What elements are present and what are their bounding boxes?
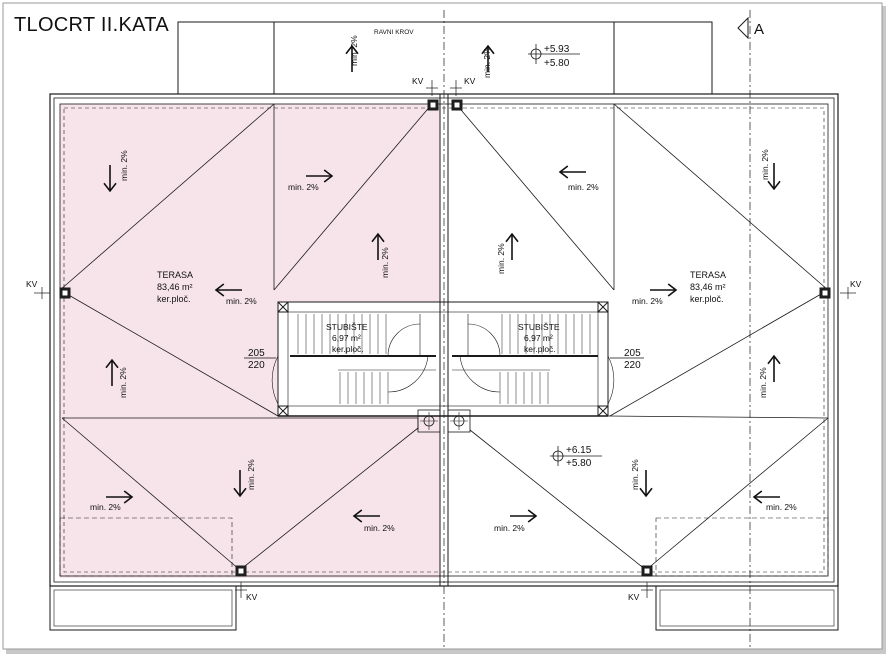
drain-label-right: KV bbox=[850, 279, 862, 289]
drain-label-top-left: KV bbox=[412, 76, 424, 86]
terrace-right-area: 83,46 m² bbox=[690, 282, 726, 292]
stair-core bbox=[271, 301, 615, 417]
slope-label: min. 2% bbox=[758, 367, 768, 398]
dim-right-upper: 205 bbox=[624, 348, 641, 359]
section-marker: A bbox=[754, 21, 764, 38]
slope-arrow-icon bbox=[558, 165, 586, 179]
drain-bottom-right bbox=[641, 565, 653, 577]
slope-label: min. 2% bbox=[494, 523, 525, 533]
terrace-left-name: TERASA bbox=[157, 270, 193, 280]
labels: RAVNI KROV +5.93 +5.80 +6.15 +5.80 TERAS… bbox=[26, 21, 862, 602]
roof-label: RAVNI KROV bbox=[374, 29, 414, 36]
terrace-left-area: 83,46 m² bbox=[157, 282, 193, 292]
slope-arrow-icon bbox=[371, 232, 385, 260]
slope-arrows bbox=[103, 44, 781, 523]
slope-label: min. 2% bbox=[766, 502, 797, 512]
slope-label: min. 2% bbox=[288, 182, 319, 192]
slope-arrow-icon bbox=[103, 165, 117, 193]
slope-arrow-icon bbox=[767, 354, 781, 382]
drain-label-top-right: KV bbox=[464, 76, 476, 86]
slope-label: min. 2% bbox=[90, 502, 121, 512]
drain-left bbox=[59, 287, 71, 299]
stair-left-area: 6,97 m² bbox=[332, 333, 361, 343]
drain-top-right bbox=[451, 99, 463, 111]
slope-arrow-icon bbox=[510, 509, 538, 523]
slope-arrow-icon bbox=[352, 509, 380, 523]
terrace-fill-left bbox=[60, 104, 440, 578]
level-roof-bottom: +5.80 bbox=[544, 58, 570, 69]
slope-label: min. 2% bbox=[482, 47, 492, 78]
drains bbox=[34, 80, 856, 598]
level-markers bbox=[528, 44, 602, 466]
slope-label: min. 2% bbox=[246, 459, 256, 490]
dim-left-lower: 220 bbox=[248, 360, 265, 371]
level-terrace-bottom: +5.80 bbox=[566, 458, 592, 469]
slope-arrow-icon bbox=[306, 169, 334, 183]
stair-right-name: STUBIŠTE bbox=[518, 322, 560, 332]
drain-label-left: KV bbox=[26, 279, 38, 289]
drain-bottom-left bbox=[235, 565, 247, 577]
slope-label: min. 2% bbox=[226, 296, 257, 306]
slope-label: min. 2% bbox=[630, 459, 640, 490]
slope-label: min. 2% bbox=[119, 150, 129, 181]
slope-arrow-icon bbox=[105, 358, 119, 386]
level-roof-top: +5.93 bbox=[544, 44, 570, 55]
slope-label: min. 2% bbox=[364, 523, 395, 533]
dim-left-upper: 205 bbox=[248, 348, 265, 359]
terrace-right-finish: ker.ploč. bbox=[690, 294, 724, 304]
slope-arrow-icon bbox=[345, 44, 359, 72]
drain-top-left bbox=[427, 99, 439, 111]
level-terrace-top: +6.15 bbox=[566, 445, 592, 456]
stair-right-area: 6,97 m² bbox=[524, 333, 553, 343]
slope-label: min. 2% bbox=[380, 247, 390, 278]
slope-arrow-icon bbox=[650, 283, 678, 297]
slope-lines bbox=[59, 103, 829, 571]
terrace-right-name: TERASA bbox=[690, 270, 726, 280]
slope-arrow-icon bbox=[505, 232, 519, 260]
slope-label: min. 2% bbox=[760, 149, 770, 180]
stair-treads bbox=[297, 314, 591, 404]
slope-arrow-icon bbox=[214, 283, 242, 297]
slope-label: min. 2% bbox=[632, 296, 663, 306]
stair-left-name: STUBIŠTE bbox=[326, 322, 368, 332]
slope-arrow-icon bbox=[106, 490, 134, 504]
slope-arrow-icon bbox=[767, 163, 781, 191]
drain-label-bottom-right: KV bbox=[628, 592, 640, 602]
drawing-title: TLOCRT II.KATA bbox=[14, 14, 169, 36]
slope-arrow-icon bbox=[481, 44, 495, 72]
slope-arrow-icon bbox=[752, 490, 780, 504]
stair-left-finish: ker.ploč. bbox=[332, 344, 364, 354]
drain-right bbox=[819, 287, 831, 299]
drain-label-bottom-left: KV bbox=[246, 592, 258, 602]
slope-label: min. 2% bbox=[568, 182, 599, 192]
slope-arrow-icon bbox=[639, 470, 653, 498]
terrace-left-finish: ker.ploč. bbox=[157, 294, 191, 304]
stair-right-finish: ker.ploč. bbox=[524, 344, 556, 354]
slope-label: min. 2% bbox=[118, 367, 128, 398]
slope-arrow-icon bbox=[233, 470, 247, 498]
slope-label: min. 2% bbox=[349, 35, 359, 66]
balconies bbox=[49, 517, 839, 631]
section-line bbox=[737, 10, 751, 650]
slope-label: min. 2% bbox=[496, 243, 506, 274]
dim-right-lower: 220 bbox=[624, 360, 641, 371]
slope-labels: min. 2% min. 2% min. 2% min. 2% min. 2% … bbox=[90, 35, 797, 533]
